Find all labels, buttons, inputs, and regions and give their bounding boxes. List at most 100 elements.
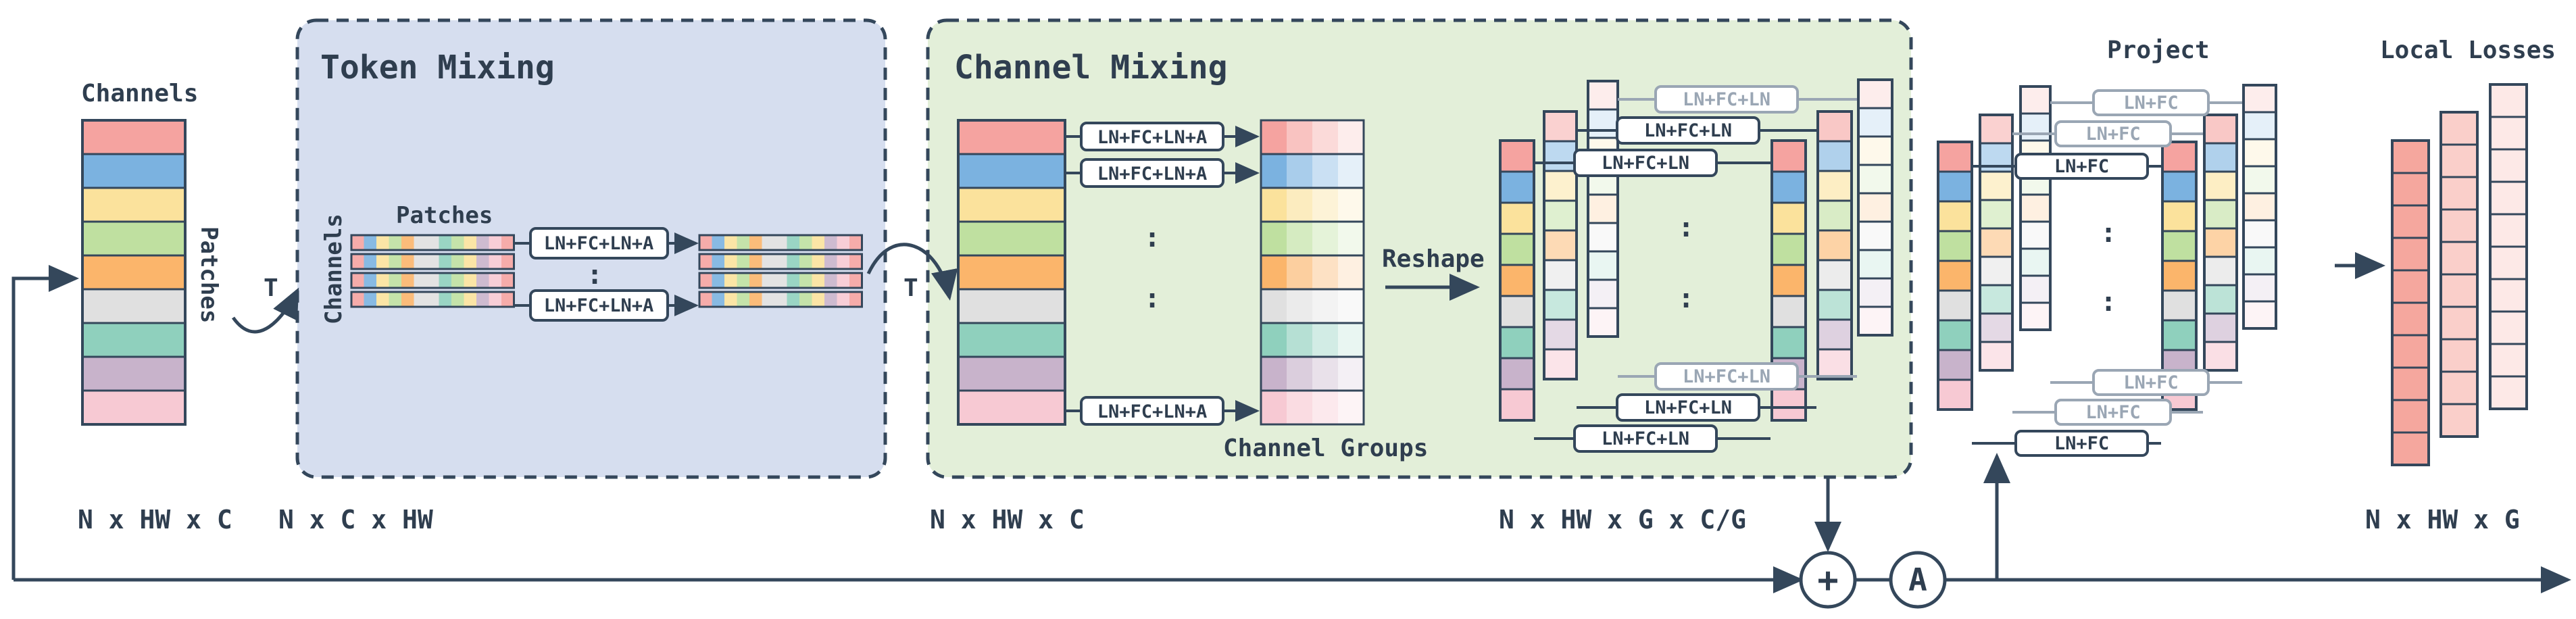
- token-in-cell: [426, 235, 439, 250]
- cm-channel-cell: [957, 288, 1066, 324]
- token-out-cell: [812, 273, 824, 288]
- group-cell: [1338, 255, 1364, 289]
- loss-stack-2-cell: [2391, 204, 2430, 239]
- group-cell: [1287, 188, 1312, 222]
- project-left-1-cell: [1979, 114, 2014, 145]
- token-out-cell: [837, 292, 849, 307]
- token-in-cell: [476, 292, 489, 307]
- grouped-layers: LN+FC+LNLN+FC+LNLN+FC+LNLN+FC+LNLN+FC+LN…: [1499, 78, 1893, 453]
- channel-mixing-title: Channel Mixing: [954, 49, 1228, 86]
- token-out-cell: [762, 235, 774, 250]
- token-in-cell: [476, 254, 489, 269]
- project-left-0-cell: [2019, 247, 2052, 277]
- loss-stack-0-cell: [2489, 180, 2528, 216]
- channel-groups-label: Channel Groups: [1223, 435, 1428, 462]
- loss-stack-1-cell: [2439, 143, 2479, 178]
- project-left-2-cell: [1937, 141, 1973, 173]
- loss-stack-1-cell: [2439, 273, 2479, 308]
- input-channel-cell: [81, 119, 187, 155]
- group-cell: [1287, 120, 1312, 154]
- token-out-cell: [812, 235, 824, 250]
- token-in-cell: [489, 254, 501, 269]
- project-right-0-cell: [2242, 138, 2277, 168]
- project-dots-2: :: [2100, 287, 2116, 318]
- token-out-cell: [712, 292, 724, 307]
- project-left-2-cell: [1937, 378, 1973, 411]
- svg-text:LN+FC+LN: LN+FC+LN: [1602, 153, 1689, 174]
- token-in-cell: [351, 292, 364, 307]
- svg-text:LN+FC+LN: LN+FC+LN: [1683, 366, 1770, 387]
- token-in-cell: [414, 235, 426, 250]
- svg-text:LN+FC+LN: LN+FC+LN: [1644, 397, 1732, 418]
- grouped-op-bot-front: LN+FC+LN: [1573, 424, 1718, 453]
- project-right-2-cell: [2161, 289, 2198, 322]
- dim-label-3: N x HW x C: [930, 505, 1085, 535]
- token-out-cell: [824, 235, 837, 250]
- group-cell: [1338, 289, 1364, 323]
- grouped-left-0-cell: [1587, 193, 1619, 224]
- token-op-dots: :: [587, 259, 603, 291]
- token-in-cell: [464, 292, 476, 307]
- token-out-cell: [849, 273, 862, 288]
- grouped-left-0-cell: [1587, 222, 1619, 253]
- channel-op-2: LN+FC+LN+A: [1080, 158, 1224, 188]
- loss-stack-2-cell: [2391, 301, 2430, 337]
- grouped-op-bot-back: LN+FC+LN: [1654, 362, 1799, 391]
- token-out-cell: [787, 273, 799, 288]
- project-right-0-cell: [2242, 273, 2277, 303]
- reshape-label: Reshape: [1382, 245, 1485, 273]
- project-op-bot-back: LN+FC: [2092, 369, 2210, 396]
- project-right-0-cell: [2242, 246, 2277, 276]
- project-left-2-cell: [1937, 200, 1973, 232]
- token-out-cell: [799, 292, 812, 307]
- cm-channel-cell: [957, 355, 1066, 392]
- grouped-right-1-cell: [1816, 259, 1853, 291]
- token-out-cell: [812, 292, 824, 307]
- group-cell: [1338, 222, 1364, 255]
- project-label: Project: [2107, 36, 2210, 64]
- cm-channel-cell: [957, 254, 1066, 291]
- grouped-right-2-cell: [1770, 264, 1807, 297]
- project-op-top-mid: LN+FC: [2054, 120, 2172, 147]
- token-in-cell: [364, 235, 376, 250]
- cm-channel-cell: [957, 220, 1066, 257]
- grouped-left-0-cell: [1587, 250, 1619, 281]
- grouped-op-top-front: LN+FC+LN: [1573, 149, 1718, 177]
- cm-channel-cell: [957, 322, 1066, 358]
- loss-stack-2-cell: [2391, 237, 2430, 272]
- group-cell: [1312, 120, 1338, 154]
- project-left-0-cell: [2019, 85, 2052, 115]
- grouped-right-0-cell: [1857, 164, 1893, 195]
- project-right-0-cell: [2242, 84, 2277, 114]
- channel-mixing-input-stack: [957, 119, 1066, 426]
- project-right-0-cell: [2242, 111, 2277, 141]
- transpose-label-1: T: [264, 274, 278, 302]
- svg-text:LN+FC: LN+FC: [2123, 372, 2178, 393]
- grouped-right-2-cell: [1770, 170, 1807, 204]
- svg-text:LN+FC: LN+FC: [2054, 156, 2109, 177]
- grouped-right-0-cell: [1857, 192, 1893, 223]
- grouped-left-1-cell: [1543, 110, 1578, 143]
- loss-stack-2-cell: [2391, 172, 2430, 207]
- group-cell: [1287, 391, 1312, 424]
- loss-stack-0-cell: [2489, 310, 2528, 345]
- project-right-1-cell: [2203, 170, 2238, 201]
- input-channel-cell: [81, 389, 187, 426]
- token-out-cell: [762, 292, 774, 307]
- loss-stack-0-cell: [2489, 116, 2528, 151]
- loss-stack-1-cell: [2439, 403, 2479, 438]
- token-in-cell: [389, 273, 401, 288]
- token-in-cell: [476, 273, 489, 288]
- project-left-0-cell: [2019, 220, 2052, 250]
- loss-stack-0-cell: [2489, 148, 2528, 183]
- project-right-2-cell: [2161, 170, 2198, 203]
- channel-op-dots-2: :: [1144, 283, 1160, 314]
- project-left-1-cell: [1979, 341, 2014, 372]
- token-out-cell: [712, 254, 724, 269]
- token-out-cell: [787, 235, 799, 250]
- token-out-cell: [749, 254, 762, 269]
- token-in-cell: [401, 292, 414, 307]
- input-channel-cell: [81, 322, 187, 358]
- svg-text:LN+FC+LN+A: LN+FC+LN+A: [1097, 127, 1208, 148]
